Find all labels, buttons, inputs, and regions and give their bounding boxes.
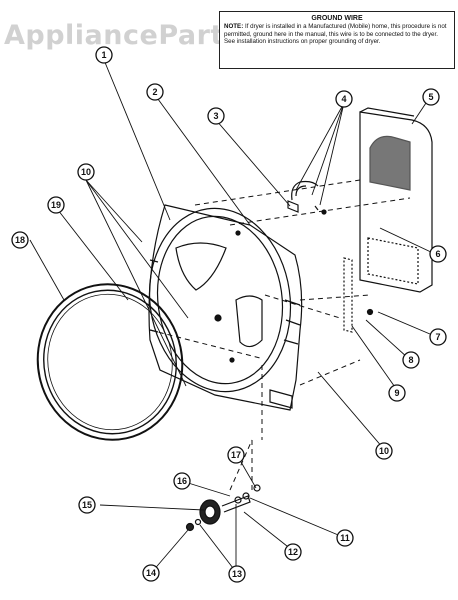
- callout-11: 11: [340, 533, 350, 543]
- note-label: NOTE:: [224, 23, 244, 31]
- alignment-lines: [149, 179, 411, 491]
- callout-15: 15: [82, 500, 92, 510]
- callout-19: 19: [51, 200, 61, 210]
- callout-12: 12: [288, 547, 298, 557]
- roller-assembly: [185, 484, 261, 532]
- leader-lines: [29, 59, 438, 573]
- callout-4: 4: [341, 94, 346, 104]
- callout-2: 2: [152, 87, 157, 97]
- bracket: [343, 257, 353, 333]
- fasteners: [229, 209, 374, 363]
- callout-3: 3: [213, 111, 218, 121]
- rear-panel: [359, 107, 433, 293]
- ground-wire: [287, 180, 319, 213]
- note-text: If dryer is installed in a Manufactured …: [224, 23, 447, 46]
- callout-1: 1: [101, 50, 106, 60]
- callout-14: 14: [146, 568, 156, 578]
- callout-10-left: 10: [81, 167, 91, 177]
- callout-10-right: 10: [379, 446, 389, 456]
- callout-9: 9: [394, 388, 399, 398]
- callout-13: 13: [232, 569, 242, 579]
- note-title: GROUND WIRE: [311, 15, 363, 22]
- callout-5: 5: [428, 92, 433, 102]
- callout-17: 17: [231, 450, 241, 460]
- callout-8: 8: [408, 355, 413, 365]
- bulkhead: [148, 204, 303, 411]
- callout-18: 18: [15, 235, 25, 245]
- callout-16: 16: [177, 476, 187, 486]
- callout-labels: 1 2 3 4 5 6 7 8 9 10 10 11 12 13 14 15 1…: [15, 50, 441, 579]
- watermark-logo: AppliancePart: [4, 20, 224, 51]
- callout-circles: [11, 46, 447, 583]
- ground-wire-note: GROUND WIRE NOTE: If dryer is installed …: [219, 11, 455, 69]
- callout-6: 6: [435, 249, 440, 259]
- callout-7: 7: [435, 332, 440, 342]
- door-seal: [36, 283, 184, 441]
